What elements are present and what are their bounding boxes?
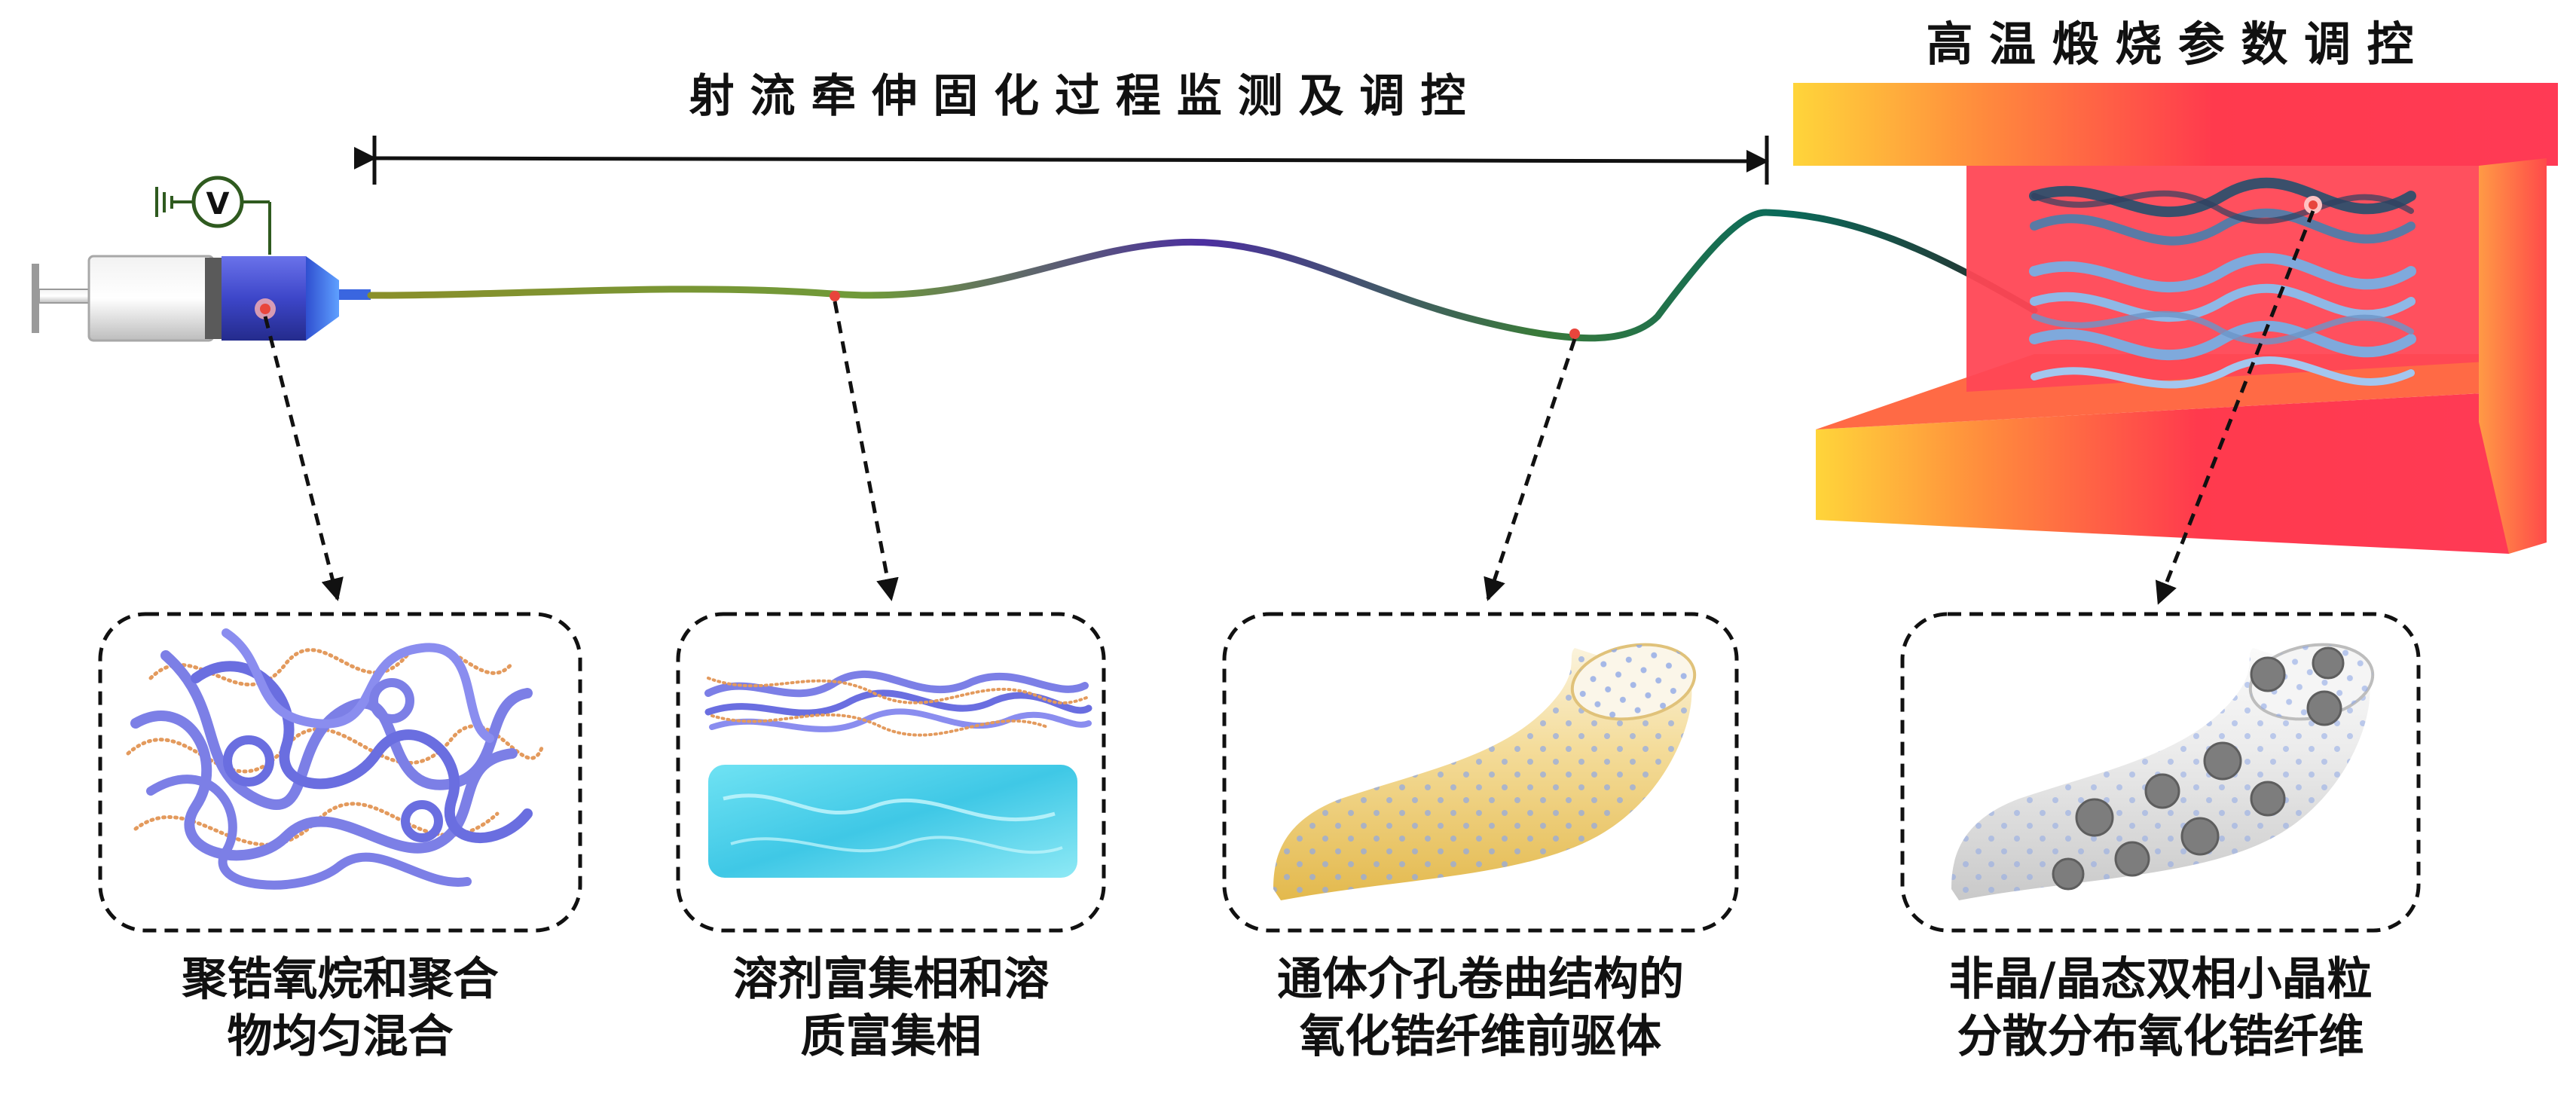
pointer-arrow-3 [1484,338,1577,601]
porous-precursor-tube [1273,643,1697,900]
panel-4 [1900,612,2421,933]
stage-caption-2-line2: 质富集相 [800,1010,982,1063]
stage-caption-3-line1: 通体介孔卷曲结构的 [1277,953,1684,1006]
stage-caption-4-line1: 非晶/晶态双相小晶粒 [1948,953,2373,1006]
plunger-seal [205,258,222,339]
polymer-tangle-illustration [126,628,545,890]
stage-caption-1-line1: 聚锆氧烷和聚合 [182,953,499,1006]
sample-point-jet-2 [1569,328,1580,339]
furnace-top [1793,83,2558,166]
pointer-arrow-4 [2155,210,2315,605]
syringe-fluid [222,256,306,341]
needle [339,289,371,300]
stage-caption-1: 聚锆氧烷和聚合 物均匀混合 [100,951,580,1065]
stage-caption-2: 溶剂富集相和溶 质富集相 [678,951,1104,1065]
fiber-mesh [2029,177,2416,389]
jet-fiber [367,209,2038,342]
stage-caption-2-line1: 溶剂富集相和溶 [732,953,1050,1006]
furnace-pillar [2479,158,2547,554]
process-span-indicator: 射 流 牵 伸 固 化 过 程 监 测 及 调 控 [353,70,1769,185]
plunger-rod [38,289,93,304]
stage-caption-3: 通体介孔卷曲结构的 氧化锆纤维前驱体 [1205,951,1756,1065]
process-title: 射 流 牵 伸 固 化 过 程 监 测 及 调 控 [689,70,1466,123]
sample-point-syringe [260,304,270,314]
plunger-thumb [32,264,39,333]
dual-phase-fiber-tube [1951,643,2375,900]
solvent-rich-phase [708,765,1077,878]
furnace [1793,83,2558,554]
pointer-arrow-1 [263,316,344,601]
stage-caption-1-line2: 物均匀混合 [227,1010,454,1063]
stage-caption-3-line2: 氧化锆纤维前驱体 [1300,1010,1661,1063]
furnace-title: 高 温 煅 烧 参 数 调 控 [1926,17,2413,72]
stage-panels [98,612,2421,933]
pointer-arrow-2 [833,301,899,601]
voltage-symbol: V [206,187,230,222]
voltage-source-icon: V [155,176,271,255]
phase-separation-illustration [704,671,1092,878]
pointer-arrows [263,210,2315,605]
sample-point-jet-1 [830,291,840,301]
span-arrow [353,146,1769,173]
furnace-base-front [1816,429,2509,554]
syringe-barrel [87,255,215,342]
sample-point-furnace [2309,200,2318,209]
polymer-layer [704,671,1092,737]
syringe: V [32,176,371,342]
stage-caption-4-line2: 分散分布氧化锆纤维 [1957,1010,2364,1063]
panel-1 [98,612,582,933]
syringe-tip [306,256,339,341]
crystal-grains [2052,646,2345,891]
stage-caption-4: 非晶/晶态双相小晶粒 分散分布氧化锆纤维 [1884,951,2437,1065]
